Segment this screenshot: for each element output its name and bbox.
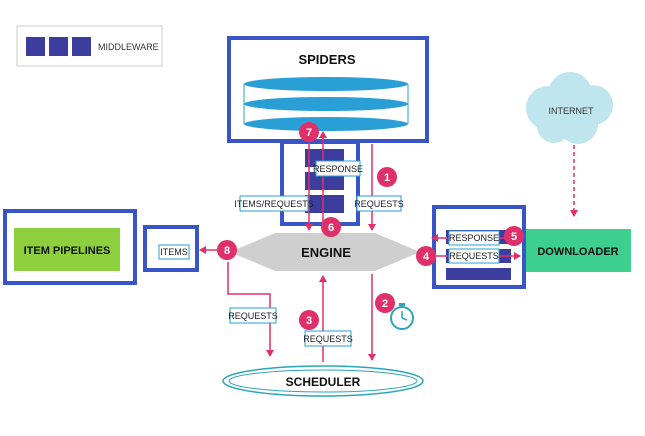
- label-requests-left: REQUESTS: [228, 311, 278, 321]
- downloader-middleware-block-3: [446, 268, 511, 280]
- spiders-label: SPIDERS: [298, 52, 355, 67]
- step-badge-1: 1: [384, 172, 390, 184]
- step-badges: 1 2 3 4 5 6 7 8: [217, 122, 524, 330]
- scheduler-component: SCHEDULER: [222, 365, 424, 397]
- spider-middleware-block-3: [305, 195, 344, 213]
- step-badge-8: 8: [224, 245, 230, 257]
- timer-icon: [390, 303, 414, 330]
- scheduler-inner-ring: [228, 369, 418, 393]
- item-pipelines-label: ITEM PIPELINES: [24, 245, 111, 257]
- spider-disk-2: [244, 97, 408, 111]
- legend-label: MIDDLEWARE: [98, 42, 159, 52]
- spiders-component: SPIDERS: [227, 36, 429, 143]
- label-requests-spider: REQUESTS: [354, 199, 404, 209]
- spider-middleware: [280, 140, 360, 226]
- label-items-requests: ITEMS/REQUESTS: [234, 199, 314, 209]
- legend-middleware-block-1: [26, 37, 45, 56]
- downloader-label: DOWNLOADER: [537, 246, 618, 258]
- legend-middleware-block-2: [49, 37, 68, 56]
- step-badge-4: 4: [423, 251, 430, 263]
- label-response-downloader: RESPONSE: [449, 233, 499, 243]
- legend: MIDDLEWARE: [16, 25, 163, 67]
- internet-label: INTERNET: [549, 106, 595, 116]
- step-badge-6: 6: [328, 222, 334, 234]
- item-pipelines-box: [14, 228, 120, 271]
- scheduler-outer-ring: [222, 365, 424, 397]
- legend-middleware-block-3: [72, 37, 91, 56]
- label-requests-scheduler: REQUESTS: [303, 334, 353, 344]
- scheduler-label: SCHEDULER: [286, 375, 361, 389]
- label-response-spider: RESPONSE: [313, 164, 363, 174]
- step-badge-3: 3: [306, 315, 312, 327]
- downloader-component: DOWNLOADER: [432, 205, 631, 289]
- step-badge-7: 7: [306, 127, 312, 139]
- spider-disk-1: [244, 77, 408, 91]
- flow-labels: RESPONSE ITEMS/REQUESTS REQUESTS RESPONS…: [158, 160, 500, 347]
- engine-shape: [230, 233, 420, 271]
- step-badge-2: 2: [382, 298, 388, 310]
- engine-label: ENGINE: [301, 245, 351, 260]
- arrow-8-requests-to-scheduler: [227, 262, 274, 357]
- item-pipelines-component: ITEM PIPELINES: [3, 209, 137, 285]
- internet-cloud: INTERNET: [526, 72, 613, 144]
- engine-component: ENGINE: [230, 233, 420, 271]
- downloader-middleware-highlight-box: [432, 205, 526, 289]
- label-items: ITEMS: [160, 247, 188, 257]
- label-requests-downloader: REQUESTS: [449, 251, 499, 261]
- step-badge-5: 5: [511, 231, 517, 243]
- spider-disk-3: [244, 117, 408, 131]
- downloader-box: [526, 229, 631, 272]
